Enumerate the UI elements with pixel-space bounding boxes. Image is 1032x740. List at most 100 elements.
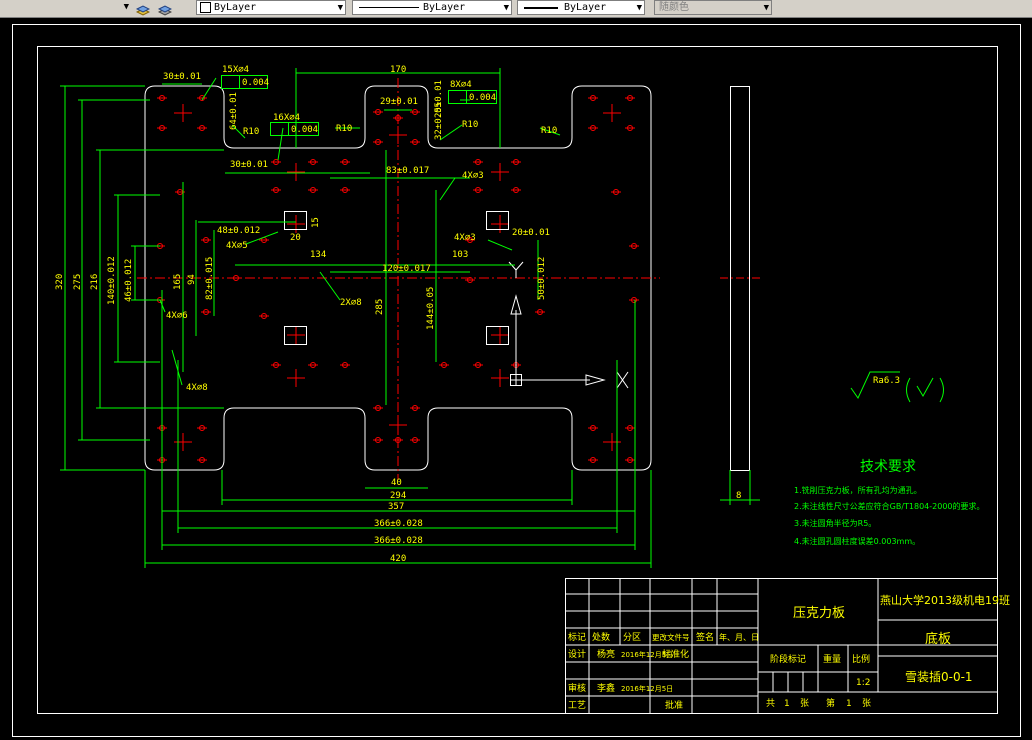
center-lines [137, 78, 660, 480]
lineweight-dropdown[interactable]: ByLayer ▼ [517, 0, 645, 15]
dim-text: 46±0.012 [124, 259, 134, 302]
dim-text: 30±0.01 [163, 72, 201, 82]
total-label: 共 [766, 698, 775, 709]
dim-text: 15X⌀4 [222, 65, 249, 75]
dim-text: 20 [290, 233, 301, 243]
tech-item: 4.未注圆孔圆柱度误差0.003mm。 [794, 536, 920, 546]
dim-text: 48±0.012 [217, 226, 260, 236]
design-date: 2016年12月5日 [621, 650, 673, 659]
dim-text: 294 [390, 491, 406, 501]
chevron-down-icon[interactable]: ▼ [123, 2, 129, 12]
dim-text: R10 [541, 126, 557, 136]
dim-text: 134 [310, 250, 326, 260]
reviewer-name: 李鑫 [597, 682, 615, 694]
dim-text: R10 [462, 120, 478, 130]
dim-text: 30±0.01 [230, 160, 268, 170]
dim-text: 29±0.01 [380, 97, 418, 107]
dim-text: 0.004 [291, 125, 318, 135]
properties-toolbar: ▼ ByLayer ▼ ByLayer ▼ ByLayer ▼ 随颜色 ▼ [0, 0, 1032, 18]
tech-item: 1.铣削压克力板，所有孔均为通孔。 [794, 485, 922, 495]
scale-label: 比例 [852, 653, 870, 665]
designer-name: 杨亮 [597, 648, 615, 660]
dim-text: 8 [736, 491, 741, 501]
dim-text: 420 [390, 554, 406, 564]
no-label: 第 [826, 697, 835, 709]
dim-text: 94 [187, 274, 197, 285]
dim-text: 4X⌀3 [462, 171, 484, 181]
dim-text: 4X⌀3 [454, 233, 476, 243]
dim-text: 216 [90, 274, 100, 290]
dim-text: 82±0.015 [205, 257, 215, 300]
tech-item: 2.未注线性尺寸公差应符合GB/T1804-2000的要求。 [794, 501, 985, 511]
process-label: 工艺 [568, 700, 586, 711]
roughness-value: Ra6.3 [873, 376, 900, 386]
dim-text: 285 [375, 299, 385, 315]
dim-text: 20±0.01 [512, 228, 550, 238]
linetype-dropdown[interactable]: ByLayer ▼ [352, 0, 512, 15]
no-count: 1 [846, 699, 852, 709]
chevron-down-icon[interactable]: ▼ [503, 3, 509, 13]
dim-text: 83±0.017 [386, 166, 429, 176]
dim-text: 4X⌀5 [226, 241, 248, 251]
dim-text: 144±0.05 [426, 287, 436, 330]
sheet-label-2: 张 [862, 698, 871, 709]
ucs-icon [508, 261, 629, 389]
dim-text: 165 [173, 274, 183, 290]
zone-label: 分区 [623, 632, 641, 643]
dim-text: 4X⌀8 [186, 383, 208, 393]
layer-previous-icon[interactable] [157, 1, 173, 16]
mark-label: 标记 [568, 631, 586, 643]
dimension-texts: 170 30±0.01 15X⌀4 0.004 0.004 0.004 64±0… [55, 65, 741, 564]
title-block [565, 578, 998, 714]
title-block-texts: 压克力板 燕山大学2013级机电19班 底板 雪装插0-0-1 1:2 阶段标记… [568, 593, 1010, 711]
dim-text: 366±0.028 [374, 536, 423, 546]
count-label: 处数 [592, 631, 610, 643]
doc-no-label: 更改文件号 [652, 632, 690, 642]
dim-text: R10 [243, 127, 259, 137]
drawing-number: 雪装插0-0-1 [905, 670, 973, 684]
dim-text: 103 [452, 250, 468, 260]
chevron-down-icon[interactable]: ▼ [636, 3, 642, 13]
dim-text: 170 [390, 65, 406, 75]
dim-text: 0.004 [242, 78, 269, 88]
color-swatch-icon [200, 1, 211, 13]
dim-text: 8X⌀4 [450, 80, 472, 90]
plate-outline [144, 85, 652, 471]
drawing-name: 底板 [925, 631, 951, 647]
side-view [730, 86, 750, 471]
dim-text: 140±0.012 [107, 256, 117, 305]
tech-items: 1.铣削压克力板，所有孔均为通孔。 2.未注线性尺寸公差应符合GB/T1804-… [794, 485, 985, 546]
dim-text: 16X⌀4 [273, 113, 300, 123]
dim-text: 120±0.017 [382, 264, 431, 274]
scale-value: 1:2 [856, 678, 870, 688]
hole-crosses [155, 97, 639, 461]
drawing-frame [37, 46, 998, 714]
color-dropdown[interactable]: ByLayer ▼ [196, 0, 346, 15]
lineweight-sample-icon [524, 7, 558, 9]
dim-text: 15 [311, 217, 321, 228]
dim-text: 40 [391, 478, 402, 488]
linetype-value: ByLayer [423, 2, 466, 13]
date-label: 年、月、日 [719, 632, 759, 642]
sheet-label: 张 [800, 698, 809, 709]
dim-text: 320 [55, 274, 65, 290]
dim-text: 50±0.012 [537, 257, 547, 300]
canvas-border [12, 24, 1021, 737]
dim-text: 25±0.01 [434, 80, 444, 118]
dim-text: 0.004 [469, 93, 496, 103]
chevron-down-icon: ▼ [763, 3, 769, 13]
layer-states-icon[interactable] [135, 1, 151, 16]
approve-label: 批准 [665, 699, 683, 711]
school-name: 燕山大学2013级机电19班 [880, 593, 1010, 607]
plotstyle-dropdown: 随颜色 ▼ [654, 0, 772, 15]
lineweight-value: ByLayer [564, 2, 607, 13]
dimension-lines [60, 68, 760, 568]
holes [157, 95, 637, 463]
part-name: 压克力板 [793, 606, 845, 621]
chevron-down-icon[interactable]: ▼ [337, 3, 343, 13]
pockets [284, 211, 509, 345]
weight-label: 重量 [823, 653, 841, 665]
std-label: 标准化 [662, 648, 689, 660]
layer-dropdown-tail[interactable]: ▼ [0, 0, 133, 15]
